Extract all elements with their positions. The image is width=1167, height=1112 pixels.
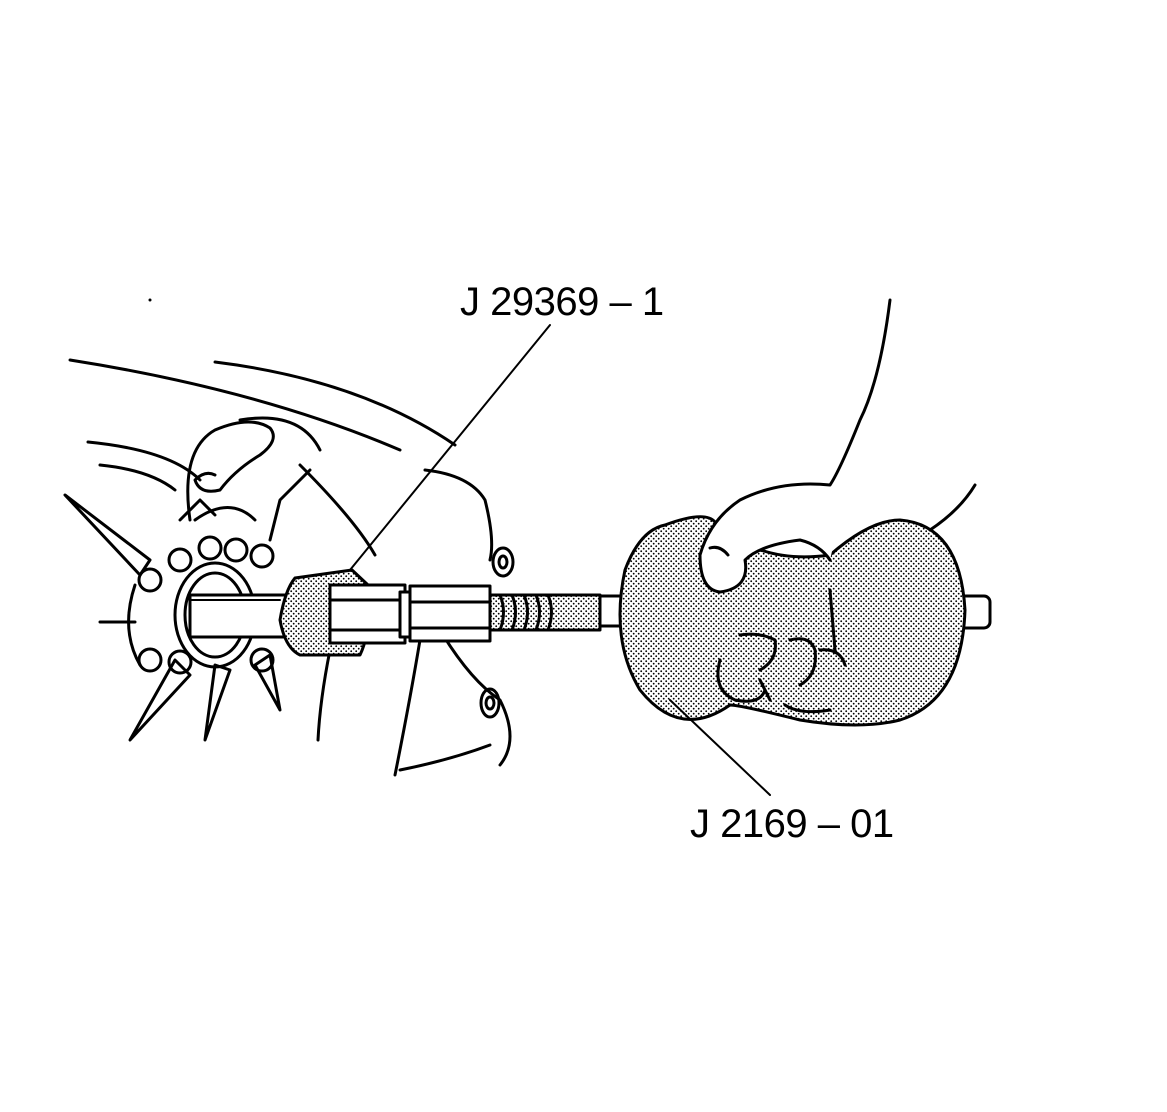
leader-line-hammer (669, 699, 771, 796)
adapter-tool (278, 568, 602, 657)
slide-rod (188, 593, 992, 639)
slide-hammer-weight (618, 515, 967, 727)
housing-outline (68, 358, 515, 777)
leader-line-adapter (349, 324, 551, 571)
callout-adapter-tool-number: J 29369 – 1 (460, 280, 664, 324)
gripping-hand (698, 298, 977, 714)
callout-slide-hammer-number: J 2169 – 01 (690, 802, 894, 846)
